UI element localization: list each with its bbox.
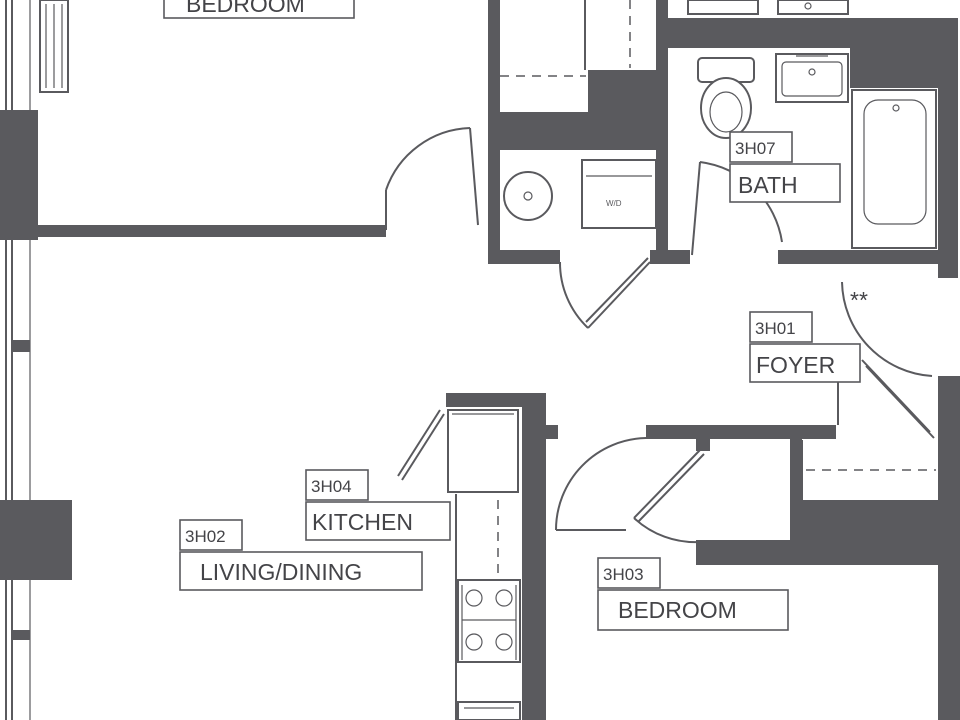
washer-dryer: W/D bbox=[503, 159, 657, 229]
sink-top bbox=[687, 0, 849, 15]
door-bedroom-top bbox=[385, 127, 479, 230]
wd-label: W/D bbox=[606, 199, 622, 208]
living-name: LIVING/DINING bbox=[200, 559, 362, 585]
kitchen-name: KITCHEN bbox=[312, 509, 413, 535]
entry-door: ** bbox=[841, 281, 960, 720]
bath-walls bbox=[668, 18, 958, 278]
living-code: 3H02 bbox=[185, 527, 226, 546]
label-bath: 3H07 BATH bbox=[729, 131, 841, 203]
wall-bedroom-living bbox=[38, 225, 386, 237]
kitchen-code: 3H04 bbox=[311, 477, 352, 496]
window-wall-left bbox=[0, 0, 72, 720]
radiator-unit bbox=[39, 0, 69, 93]
closet-mark: ** bbox=[850, 287, 868, 313]
label-kitchen: 3H04 KITCHEN bbox=[305, 469, 451, 541]
bedroom-name: BEDROOM bbox=[618, 597, 737, 623]
stove bbox=[457, 579, 521, 663]
bathtub bbox=[851, 89, 937, 249]
bedroom-code: 3H03 bbox=[603, 565, 644, 584]
label-bedroom: 3H03 BEDROOM bbox=[597, 557, 789, 631]
door-laundry bbox=[558, 257, 651, 329]
closet-laundry-block bbox=[488, 0, 688, 264]
foyer-code: 3H01 bbox=[755, 319, 796, 338]
label-bedroom-top: BEDROOM bbox=[163, 0, 355, 19]
kitchen-counter bbox=[455, 494, 499, 720]
bath-sink bbox=[775, 53, 849, 103]
kitchen-walls bbox=[446, 393, 558, 720]
bedroom-closet-walls bbox=[646, 425, 938, 565]
foyer-name: FOYER bbox=[756, 352, 835, 378]
bedroom-top-name: BEDROOM bbox=[186, 0, 305, 17]
bath-code: 3H07 bbox=[735, 139, 776, 158]
refrigerator bbox=[397, 409, 519, 493]
dishwasher bbox=[457, 701, 521, 720]
toilet bbox=[697, 57, 755, 139]
label-living: 3H02 LIVING/DINING bbox=[179, 519, 423, 591]
door-bedroom-closet bbox=[633, 449, 705, 544]
bath-name: BATH bbox=[738, 172, 798, 198]
label-foyer: 3H01 FOYER bbox=[749, 311, 861, 383]
